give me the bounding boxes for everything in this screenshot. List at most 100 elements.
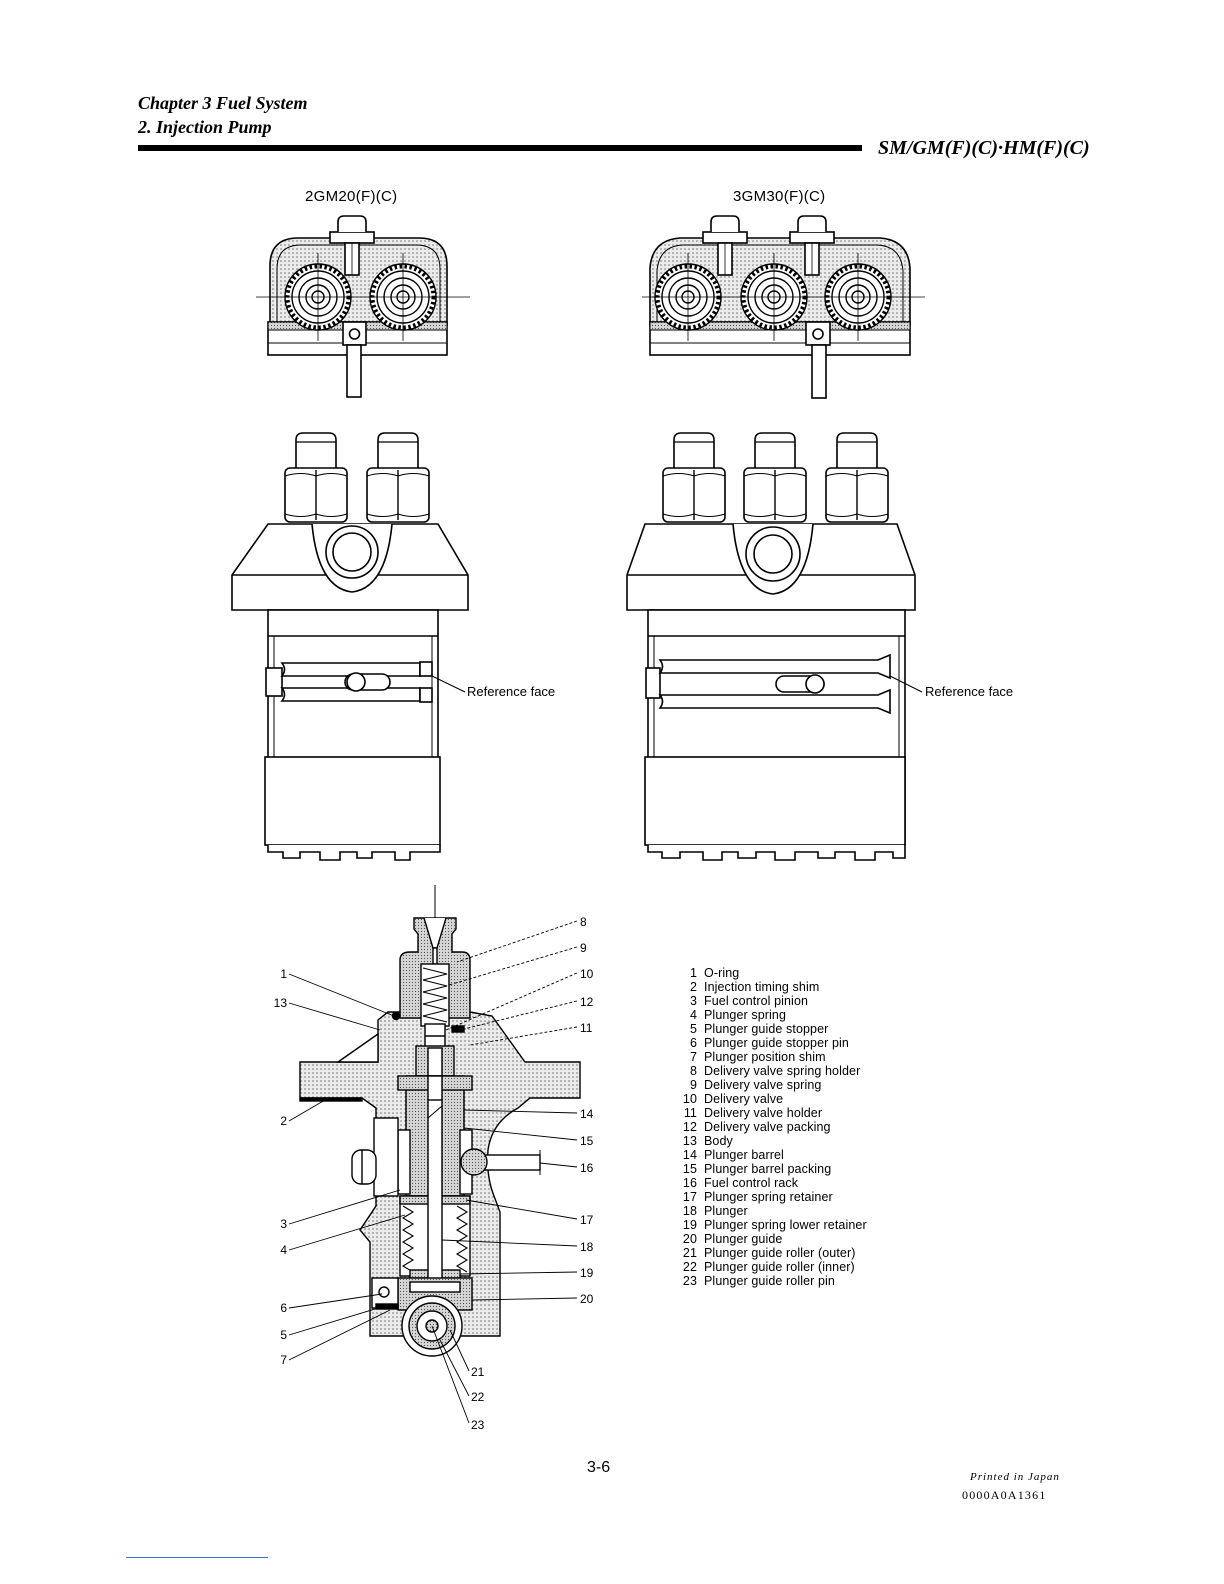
callout-numbers: 8 9 10 12 11 14 15 16 17 18 19 20 1 13 2… [274, 915, 594, 1432]
callout-number: 4 [280, 1243, 287, 1257]
printed-in-label: Printed in Japan [970, 1471, 1060, 1483]
part-number: 9 [689, 1078, 697, 1092]
part-name: Plunger guide [704, 1232, 783, 1246]
figure-title-3gm30: 3GM30(F)(C) [733, 188, 826, 205]
callout-number: 6 [280, 1301, 287, 1315]
part-name: Delivery valve [704, 1092, 784, 1106]
part-number: 11 [683, 1106, 697, 1120]
parts-list-item: 22 Plunger guide roller (inner) [676, 1260, 916, 1274]
callout-number: 10 [580, 967, 594, 981]
part-number: 14 [682, 1148, 697, 1162]
parts-list-item: 13 Body [676, 1134, 916, 1148]
header-rule [138, 145, 862, 151]
callout-leaders [288, 920, 578, 1424]
callout-number: 18 [580, 1240, 594, 1254]
delivery-valve-spring [422, 967, 448, 1023]
callout-number: 17 [580, 1213, 594, 1227]
callout-number: 12 [580, 995, 594, 1009]
part-number: 19 [682, 1218, 697, 1232]
reference-face-label-2gm20: Reference face [467, 684, 556, 699]
top-view-2gm20 [256, 215, 470, 398]
part-number: 23 [682, 1274, 697, 1288]
part-name: Plunger spring [704, 1008, 787, 1022]
part-name: Delivery valve spring holder [704, 1064, 861, 1078]
part-number: 6 [689, 1036, 697, 1050]
callout-number: 22 [471, 1390, 485, 1404]
part-number: 15 [682, 1162, 697, 1176]
figure-title-2gm20: 2GM20(F)(C) [305, 188, 398, 205]
part-name: Plunger spring retainer [704, 1190, 833, 1204]
part-name: Plunger guide stopper pin [704, 1036, 849, 1050]
part-name: Plunger [704, 1204, 748, 1218]
plunger-position-shim [375, 1303, 399, 1310]
document-code: 0000A0A1361 [962, 1488, 1047, 1502]
parts-list-item: 8 Delivery valve spring holder [676, 1064, 916, 1078]
part-number: 20 [682, 1232, 697, 1246]
section-title: 2. Injection Pump [138, 117, 272, 137]
pinion-cover [373, 1117, 399, 1197]
part-number: 3 [689, 994, 697, 1008]
part-name: Plunger guide roller (outer) [704, 1246, 856, 1260]
callout-number: 16 [580, 1161, 594, 1175]
callout-number: 3 [280, 1217, 287, 1231]
part-number: 21 [682, 1246, 697, 1260]
plunger-spring [401, 1205, 415, 1273]
callout-number: 5 [280, 1328, 287, 1342]
part-number: 2 [689, 980, 697, 994]
part-number: 13 [682, 1134, 697, 1148]
part-name: Plunger spring lower retainer [704, 1218, 867, 1232]
delivery-valve-holder [825, 432, 889, 523]
part-name: Plunger guide roller (inner) [704, 1260, 855, 1274]
callout-number: 2 [280, 1114, 287, 1128]
parts-list-item: 19 Plunger spring lower retainer [676, 1218, 916, 1232]
top-view-3gm30 [642, 215, 925, 399]
delivery-valve-holders [662, 432, 889, 523]
part-number: 16 [682, 1176, 697, 1190]
callout-number: 13 [274, 996, 288, 1010]
footnote-rule [126, 1557, 268, 1558]
callout-number: 14 [580, 1107, 594, 1121]
delivery-valve-holder [743, 432, 807, 523]
page-number: 3-6 [587, 1459, 611, 1476]
callout-number: 11 [580, 1021, 593, 1035]
part-name: Plunger barrel [704, 1148, 784, 1162]
part-name: O-ring [704, 966, 740, 980]
callout-number: 21 [471, 1365, 485, 1379]
part-name: Body [704, 1134, 733, 1148]
delivery-valve-packing [451, 1025, 465, 1033]
delivery-valve-holder [284, 432, 348, 523]
part-number: 22 [682, 1260, 697, 1274]
parts-list-item: 4 Plunger spring [676, 1008, 916, 1022]
injection-timing-shim [299, 1097, 363, 1102]
part-name: Plunger position shim [704, 1050, 826, 1064]
callout-number: 19 [580, 1266, 594, 1280]
part-number: 10 [682, 1092, 697, 1106]
part-name: Fuel control pinion [704, 994, 809, 1008]
pinion-bolt [351, 1149, 377, 1185]
delivery-valve-holder [662, 432, 726, 523]
part-number: 8 [689, 1064, 697, 1078]
parts-list-item: 7 Plunger position shim [676, 1050, 916, 1064]
parts-list-item: 20 Plunger guide [676, 1232, 916, 1246]
part-name: Delivery valve spring [704, 1078, 822, 1092]
part-number: 4 [689, 1008, 697, 1022]
side-view-2gm20 [231, 432, 469, 861]
parts-list-item: 14 Plunger barrel [676, 1148, 916, 1162]
parts-list-item: 9 Delivery valve spring [676, 1078, 916, 1092]
part-number: 12 [682, 1120, 697, 1134]
parts-list-item: 23 Plunger guide roller pin [676, 1274, 916, 1288]
part-name: Plunger guide roller pin [704, 1274, 835, 1288]
part-name: Plunger guide stopper [704, 1022, 829, 1036]
callout-number: 9 [580, 941, 587, 955]
part-number: 7 [689, 1050, 697, 1064]
chapter-title: Chapter 3 Fuel System [138, 93, 308, 113]
delivery-valve-holders [284, 432, 430, 523]
delivery-valve-holder [366, 432, 430, 523]
